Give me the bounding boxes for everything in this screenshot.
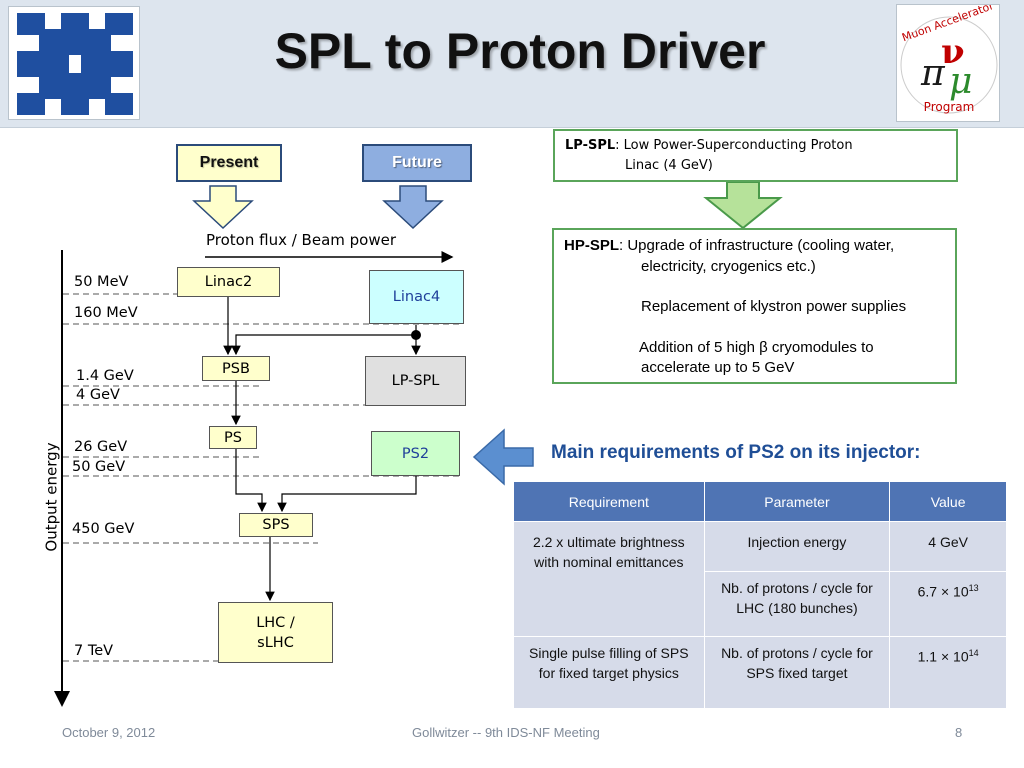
hpspl-note-line1: : Upgrade of infrastructure (cooling wat… (619, 237, 895, 254)
linac2-box: Linac2 (177, 267, 280, 297)
svg-text:Program: Program (924, 100, 975, 114)
hpspl-note-line2: electricity, cryogenics etc.) (641, 258, 816, 275)
linac4-box: Linac4 (369, 270, 464, 324)
value-exponent: 13 (968, 583, 979, 593)
table-header-cell: Requirement (513, 481, 705, 522)
output-energy-label: Output energy (42, 442, 61, 552)
energy-label: 50 GeV (72, 459, 126, 475)
table-row: 2.2 x ultimate brightness with nominal e… (513, 521, 1007, 637)
svg-text:π: π (920, 53, 946, 94)
sps-box: SPS (239, 513, 313, 537)
table-cell: 2.2 x ultimate brightness with nominal e… (513, 521, 705, 637)
green-down-arrow (703, 181, 783, 230)
lpspl-note-text2: Linac (4 GeV) (625, 158, 713, 173)
lpspl-note-text: : Low Power-Superconducting Proton (615, 138, 853, 153)
hpspl-note-line3: Replacement of klystron power supplies (641, 298, 907, 315)
table-row: Single pulse filling of SPS for fixed ta… (513, 636, 1007, 709)
hpspl-note-line5: accelerate up to 5 GeV (641, 359, 795, 376)
hpspl-note: HP-SPL: Upgrade of infrastructure (cooli… (552, 228, 957, 384)
ps-box: PS (209, 426, 257, 449)
table-cell: Single pulse filling of SPS for fixed ta… (513, 636, 705, 709)
table-row: Nb. of protons / cycle for LHC (180 bunc… (514, 571, 1007, 637)
lpspl-note: LP-SPL: Low Power-Superconducting Proton… (553, 129, 958, 182)
requirements-table: Requirement Parameter Value 2.2 x ultima… (513, 481, 1007, 709)
svg-text:μ: μ (949, 61, 972, 102)
energy-label: 160 MeV (74, 305, 138, 321)
footer-date: October 9, 2012 (62, 725, 156, 740)
energy-label: 4 GeV (76, 387, 120, 403)
requirements-title: Main requirements of PS2 on its injector… (551, 442, 921, 463)
ps2-box: PS2 (371, 431, 460, 476)
table-header-cell: Value (889, 481, 1007, 522)
table-cell: Injection energy (703, 521, 891, 572)
present-down-arrow (192, 185, 254, 230)
table-cell: 6.7 × 1013 (889, 571, 1007, 637)
table-header-row: Requirement Parameter Value (513, 481, 1007, 522)
table-cell: 1.1 × 1014 (889, 636, 1007, 709)
lhc-label-line1: LHC / (256, 614, 295, 631)
energy-label: 50 MeV (74, 274, 129, 290)
muon-accelerator-program-logo: Muon Accelerator Program π ν μ (896, 0, 1000, 122)
flux-axis-label: Proton flux / Beam power (206, 231, 397, 249)
title-bar: SPL to Proton Driver Muon Accelerator Pr… (0, 0, 1024, 128)
hpspl-note-term: HP-SPL (564, 237, 620, 254)
value-exponent: 14 (968, 648, 979, 658)
future-down-arrow (382, 185, 444, 230)
table-cell: 4 GeV (889, 521, 1007, 572)
page-number: 8 (955, 725, 963, 740)
page-title: SPL to Proton Driver (274, 23, 766, 79)
table-header-cell: Parameter (703, 481, 891, 522)
hpspl-note-line4: Addition of 5 high β cryomodules to (639, 339, 874, 356)
value-base: 6.7 × 10 (917, 583, 969, 600)
lpspl-box: LP-SPL (365, 356, 466, 406)
svg-text:ν: ν (941, 32, 965, 72)
ps2-pointer-arrow (472, 428, 534, 486)
energy-label: 450 GeV (72, 521, 135, 537)
future-legend: Future (362, 144, 472, 182)
fermilab-logo (8, 6, 140, 120)
table-cell: Nb. of protons / cycle for LHC (180 bunc… (703, 571, 891, 637)
energy-label: 26 GeV (74, 439, 128, 455)
footer-center: Gollwitzer -- 9th IDS-NF Meeting (412, 725, 600, 740)
psb-box: PSB (202, 356, 270, 381)
present-legend: Present (176, 144, 282, 182)
lhc-box: LHC / sLHC (218, 602, 333, 663)
energy-label: 1.4 GeV (76, 368, 134, 384)
lhc-label-line2: sLHC (257, 634, 294, 651)
lpspl-note-term: LP-SPL (565, 138, 616, 153)
energy-label: 7 TeV (74, 643, 114, 659)
value-base: 1.1 × 10 (917, 648, 969, 665)
table-cell: Nb. of protons / cycle for SPS fixed tar… (703, 636, 891, 709)
